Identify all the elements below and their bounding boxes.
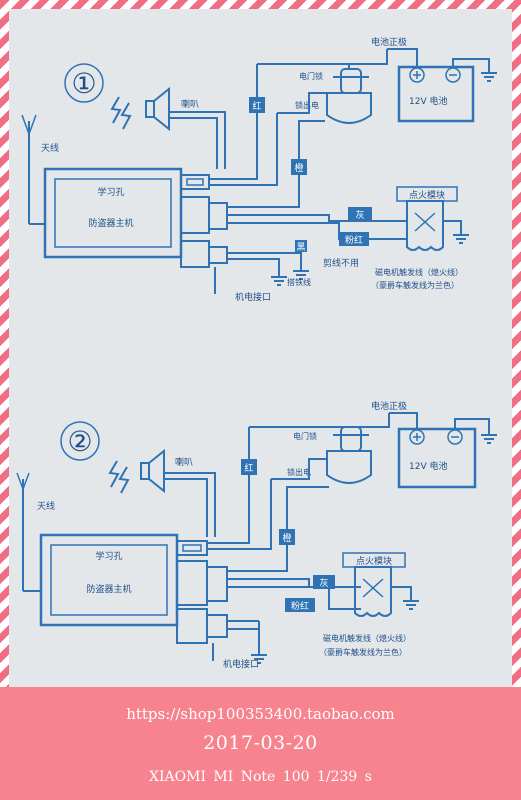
battery-label: 12V 电池 [409,460,447,472]
wire-tag-pink-red [285,598,315,612]
diagram-number: ① [71,67,96,100]
ground-icon [481,434,497,444]
wire-tag-pink-red-label: 粉红 [345,234,363,246]
door-lock-icon [326,426,372,484]
alarm-host-inner [50,544,168,616]
battery-plus-icon [409,429,425,445]
diagram-2: ② 天线 喇叭 [16,400,497,670]
wire-tag-pink-red-label: 粉红 [291,600,309,612]
learn-hole-label: 学习孔 [97,186,124,198]
wire-tag-gray-label: 灰 [355,209,364,221]
antenna-icon [21,114,45,225]
wire-tag-gray [348,207,372,221]
learn-hole-label: 学习孔 [95,550,122,562]
wire-tag-red-label: 红 [244,462,253,474]
ground-icon [453,234,469,244]
wire-tag-orange-label: 橙 [294,162,303,174]
alarm-host-box [43,167,183,259]
ground-icon [403,600,419,610]
diagram-number: ② [67,425,92,458]
host-label: 防盗器主机 [88,217,133,229]
ground-icon [481,72,497,82]
lightning-icon [108,460,130,494]
main-connector [180,196,210,234]
door-lock-label: 电门锁 [293,431,317,441]
wire-tag-pink-red [339,232,369,246]
wire-tag-red [241,459,257,475]
battery-pos-label: 电池正极 [371,400,407,412]
diagram-1: ① 天线 喇叭 [21,36,497,303]
host-label: 防盗器主机 [86,583,131,595]
trigger-wire-note: （豪爵车触发线为兰色） [371,280,459,290]
lock-out-label: 锁出电 [295,100,319,110]
wire-tag-black-label: 黑 [296,242,305,253]
cut-wire-label: 剪线不用 [323,257,359,269]
ground-wire-label: 搭铁线 [287,277,311,287]
antenna-label: 天线 [41,142,59,154]
ignition-label: 点火模块 [409,189,445,201]
antenna-label: 天线 [37,500,55,512]
wiring-diagram-photo: ① 天线 喇叭 [9,9,512,687]
motor-port-label: 机电接口 [235,291,271,303]
ground-icon [251,654,267,664]
wire-tag-orange [291,159,307,175]
battery-pos-label: 电池正极 [371,36,407,48]
wire-tag-black [295,240,307,252]
door-lock-icon [326,68,372,124]
ground-icon [271,276,287,286]
wire-tag-red-label: 红 [252,100,261,112]
wire-tag-red [249,97,265,113]
motor-port-label: 机电接口 [223,658,259,670]
photo-caption-footer: https://shop100353400.taobao.com 2017-03… [0,687,521,800]
battery-label: 12V 电池 [409,95,447,107]
ignition-module [354,566,392,617]
battery-box [397,427,477,489]
lock-out-label: 锁出电 [287,467,311,477]
trigger-wire-note: （豪爵车触发线为兰色） [319,647,407,657]
speaker-icon [145,86,170,132]
battery-box [397,65,475,123]
wire-tag-gray [313,575,335,589]
motor-connector [176,608,208,644]
ignition-label: 点火模块 [356,555,392,567]
antenna-icon [16,472,41,592]
speaker-icon [140,448,165,494]
diagram-number-circle [64,63,104,103]
alarm-host-inner [54,178,172,248]
main-connector [176,560,208,606]
wiring-diagram-svg: ① 天线 喇叭 [16,36,497,670]
battery-plus-icon [409,67,425,83]
motor-connector [180,240,210,268]
lightning-icon [110,96,132,130]
alarm-host-box [39,533,179,627]
speaker-label: 喇叭 [175,456,193,468]
wire-tag-orange [279,529,295,545]
trigger-wire-label: 磁电机触发线（熄火线） [323,633,411,643]
ignition-module [406,200,444,251]
photo-date: 2017-03-20 [203,732,318,754]
trigger-wire-label: 磁电机触发线（熄火线） [375,267,463,277]
speaker-label: 喇叭 [181,98,199,110]
shop-url: https://shop100353400.taobao.com [126,705,395,723]
door-lock-label: 电门锁 [299,71,323,81]
speaker-connector [176,540,208,556]
camera-info: XIAOMI MI Note 100 1/239 s [149,769,372,785]
wire-tag-orange-label: 橙 [282,532,291,544]
wire-tag-gray-label: 灰 [319,577,328,589]
speaker-connector [180,174,210,190]
diagram-number-circle [60,421,100,461]
